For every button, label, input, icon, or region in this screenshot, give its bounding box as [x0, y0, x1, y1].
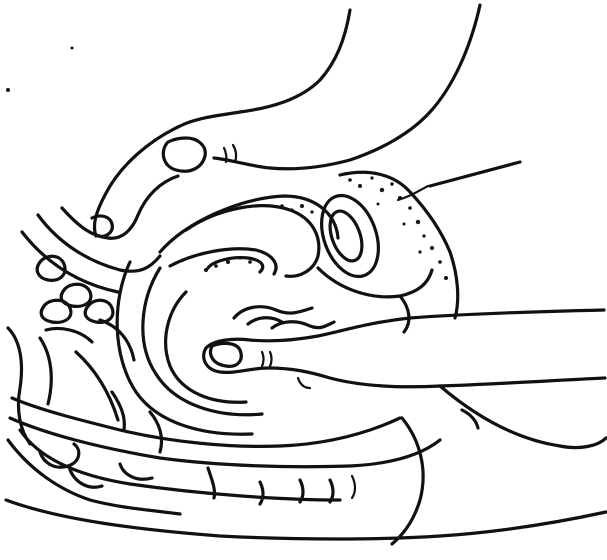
- upper-hand: [62, 5, 480, 238]
- ovary: [311, 188, 432, 332]
- abdominal-wall: [22, 162, 520, 318]
- vaginal-examining-hand: [204, 307, 605, 388]
- rectum: [10, 398, 440, 544]
- uterus: [117, 196, 338, 434]
